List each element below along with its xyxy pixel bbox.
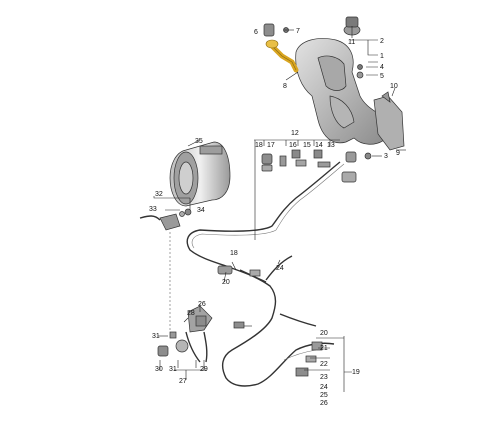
hose-32 [159,213,181,231]
label-13: 13 [327,142,335,149]
label-12: 12 [291,130,299,137]
screw-3 [364,152,372,160]
label-35: 35 [195,138,203,145]
label-24b: 24 [320,384,328,391]
part-labels: 1 2 3 4 5 6 7 8 9 10 11 12 13 14 15 16 1… [149,28,400,407]
label-15: 15 [303,142,311,149]
washer-5 [356,71,364,79]
label-26b: 26 [320,400,328,407]
wire-32 [139,215,161,221]
label-7: 7 [296,28,300,35]
label-10: 10 [390,83,398,90]
label-6: 6 [254,29,258,36]
label-29: 29 [200,366,208,373]
label-31a: 31 [152,333,160,340]
washer-33 [179,211,185,217]
label-20b: 20 [320,330,328,337]
bracket-10 [381,91,391,103]
label-16: 16 [289,142,297,149]
tank-assembly [295,16,385,145]
label-18b: 18 [230,250,238,257]
label-23: 23 [320,374,328,381]
bolt-34 [184,208,192,216]
lower-parts [157,265,323,377]
label-22: 22 [320,361,328,368]
sensor-cluster [261,149,357,183]
label-2: 2 [380,38,384,45]
label-24a: 24 [276,265,284,272]
label-11: 11 [348,39,355,46]
label-14: 14 [315,142,323,149]
label-31b: 31 [169,366,177,373]
label-25: 25 [320,392,328,399]
cap-part-7 [263,23,275,37]
label-5: 5 [380,73,384,80]
filler-neck-8 [265,39,299,73]
label-18a: 18 [255,142,263,149]
label-1: 1 [380,53,384,60]
label-27: 27 [179,378,187,385]
leader-lines [153,26,406,392]
label-3: 3 [384,153,388,160]
label-33: 33 [149,206,157,213]
label-34: 34 [197,207,205,214]
label-4: 4 [380,64,384,71]
pump-assembly-35 [169,141,231,207]
label-28: 28 [187,310,195,317]
label-9: 9 [396,150,400,157]
screw-4 [357,64,363,70]
label-17: 17 [267,142,275,149]
label-19: 19 [352,369,360,376]
label-8: 8 [283,83,287,90]
label-30: 30 [155,366,163,373]
label-21: 21 [320,345,328,352]
label-26a: 26 [198,301,206,308]
label-32: 32 [155,191,163,198]
label-20a: 20 [222,279,230,286]
